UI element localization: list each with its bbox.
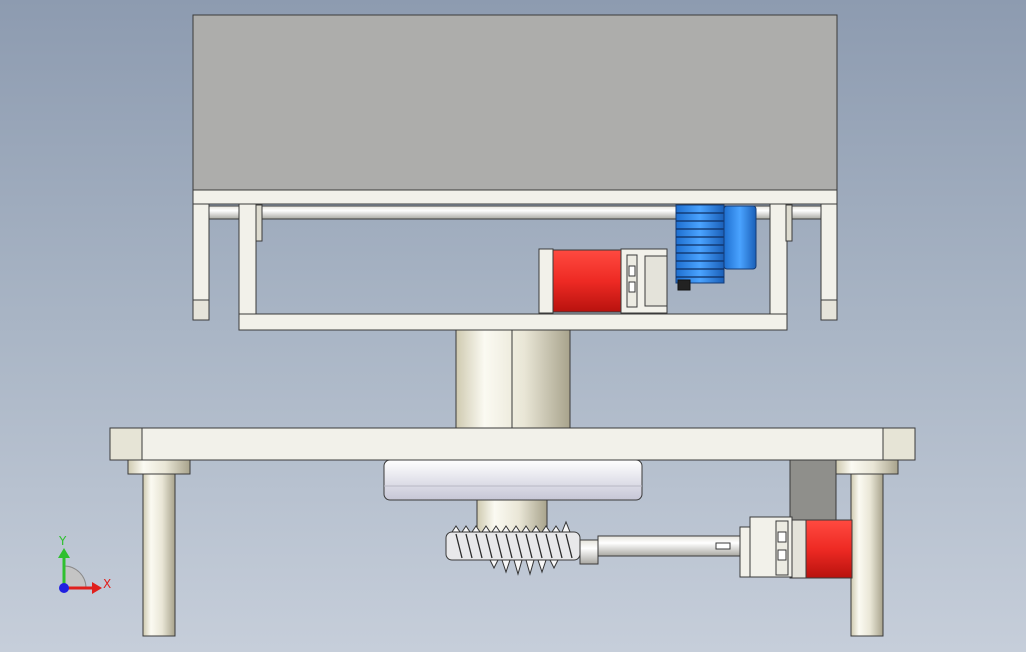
gray-housing[interactable] xyxy=(192,14,838,191)
left-support-leg[interactable] xyxy=(127,459,191,637)
z-axis-icon xyxy=(59,583,69,593)
worm-gear[interactable] xyxy=(445,520,581,576)
lower-motor[interactable] xyxy=(739,516,853,579)
coordinate-triad: Y X xyxy=(58,534,111,594)
blue-gear-reducer[interactable] xyxy=(675,204,757,291)
right-support-leg[interactable] xyxy=(835,459,899,637)
y-axis-label: Y xyxy=(58,534,67,548)
x-axis-label: X xyxy=(103,577,111,591)
upper-frame[interactable] xyxy=(192,189,838,331)
upper-motor[interactable] xyxy=(538,248,668,314)
x-axis-arrow-icon xyxy=(92,582,102,594)
central-column[interactable] xyxy=(455,329,571,429)
horizontal-shaft[interactable] xyxy=(579,535,741,565)
y-axis-arrow-icon xyxy=(58,548,70,558)
rotary-disc[interactable] xyxy=(383,459,643,501)
base-plate[interactable] xyxy=(109,427,916,461)
